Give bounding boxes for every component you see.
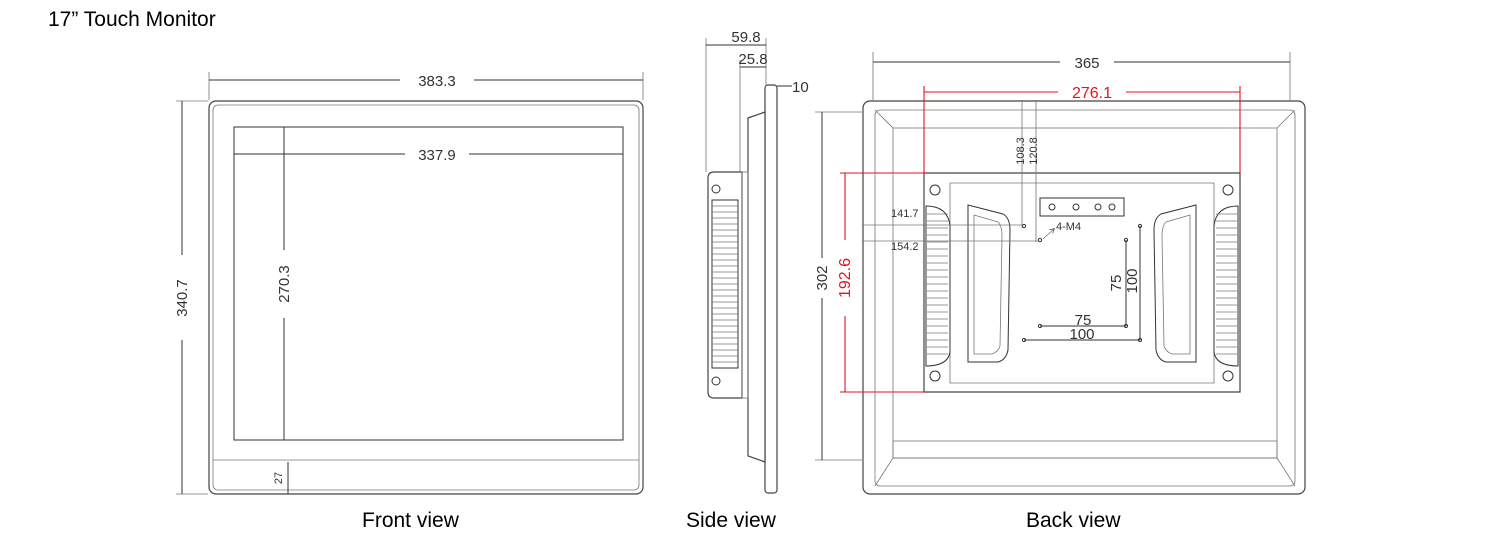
front-inner-frame <box>212 104 640 491</box>
vesa-75-v-label: 75 <box>1108 275 1125 292</box>
back-height-label: 302 <box>814 265 831 290</box>
side-screw-top <box>711 184 721 194</box>
back-handle-right <box>1153 204 1197 363</box>
bottom-bezel-label: 27 <box>273 472 285 484</box>
front-height-dimension: 340.7 <box>174 100 208 495</box>
side-depth-body-label: 25.8 <box>738 51 767 68</box>
screw-callout: 4-M4 <box>1042 221 1081 240</box>
bracket-height-dimension: 192.6 <box>837 172 924 393</box>
side-depth-total-dimension: 59.8 <box>705 29 767 172</box>
back-screw-tr <box>1222 184 1234 196</box>
back-screw-br <box>1222 370 1234 382</box>
back-handle-right-inner <box>1161 214 1191 355</box>
front-width-label: 383.3 <box>418 73 456 90</box>
offset-vertical-dimensions: 108.3 120.8 <box>1015 100 1040 242</box>
back-handle-left <box>967 204 1011 363</box>
screen-height-dimension: 270.3 <box>276 127 293 440</box>
offset-c-label: 141.7 <box>891 208 919 220</box>
vesa-100-h-label: 100 <box>1069 326 1094 343</box>
bottom-bezel-dimension: 27 <box>273 462 289 494</box>
offset-b-label: 120.8 <box>1028 137 1040 165</box>
offset-a-label: 108.3 <box>1015 137 1027 165</box>
front-height-label: 340.7 <box>174 279 191 317</box>
side-depth-body-dimension: 25.8 <box>738 51 768 172</box>
back-bevel-corners <box>874 109 1296 487</box>
back-width-dimension: 365 <box>872 52 1291 101</box>
front-width-dimension: 383.3 <box>208 72 644 100</box>
side-panel-dimension: 10 <box>777 79 809 96</box>
side-depth-total-label: 59.8 <box>731 29 760 46</box>
bracket-width-label: 276.1 <box>1072 85 1112 102</box>
vesa-horizontal-dimensions: 75 100 <box>1024 312 1140 343</box>
side-panel-label: 10 <box>792 79 809 96</box>
back-bottom-lip <box>892 440 1278 459</box>
back-heatsink-right <box>1213 205 1239 367</box>
back-screw-tl <box>929 184 941 196</box>
side-view: 59.8 25.8 10 <box>705 29 809 494</box>
back-view: 365 276.1 302 192.6 <box>814 52 1306 495</box>
offset-horizontal-dimensions: 141.7 154.2 <box>862 208 1038 253</box>
bracket-height-label: 192.6 <box>837 258 854 298</box>
screen-width-dimension: 337.9 <box>234 147 623 164</box>
front-view: 383.3 340.7 337.9 270.3 27 <box>174 72 644 495</box>
vesa-hole-tl <box>1021 223 1027 229</box>
back-screw-bl <box>929 370 941 382</box>
back-io-port-3 <box>1094 203 1102 211</box>
side-bracket-plate <box>741 171 749 399</box>
vesa-hole-tl-75 <box>1037 237 1043 243</box>
front-view-caption: Front view <box>362 509 459 532</box>
screen-height-label: 270.3 <box>276 265 293 303</box>
back-bracket <box>923 172 1241 393</box>
back-width-label: 365 <box>1074 55 1099 72</box>
side-main-body <box>747 111 766 463</box>
front-screen-area <box>233 126 624 441</box>
side-view-caption: Side view <box>686 509 776 532</box>
diagram-title: 17” Touch Monitor <box>48 8 216 31</box>
side-heatsink <box>711 199 739 369</box>
side-screw-bottom <box>711 376 721 386</box>
back-io-port-2 <box>1072 203 1080 211</box>
back-view-caption: Back view <box>1026 509 1121 532</box>
back-recess-outer <box>874 109 1296 487</box>
back-handle-left-inner <box>973 214 1003 355</box>
back-io-port-1 <box>1048 203 1056 211</box>
side-front-panel <box>764 84 778 494</box>
back-height-dimension: 302 <box>814 111 862 461</box>
front-outer-frame <box>208 100 644 495</box>
vesa-75-h-label: 75 <box>1075 312 1092 329</box>
back-heatsink-left <box>925 205 951 367</box>
vesa-100-v-label: 100 <box>1124 268 1141 293</box>
screw-callout-label: 4-M4 <box>1056 221 1081 233</box>
back-io-port-4 <box>1108 203 1116 211</box>
offset-d-label: 154.2 <box>891 241 919 253</box>
screen-width-label: 337.9 <box>418 147 456 164</box>
vesa-vertical-dimensions: 75 100 <box>1108 226 1141 340</box>
back-io-panel <box>1039 197 1125 217</box>
bracket-width-dimension: 276.1 <box>923 85 1241 173</box>
